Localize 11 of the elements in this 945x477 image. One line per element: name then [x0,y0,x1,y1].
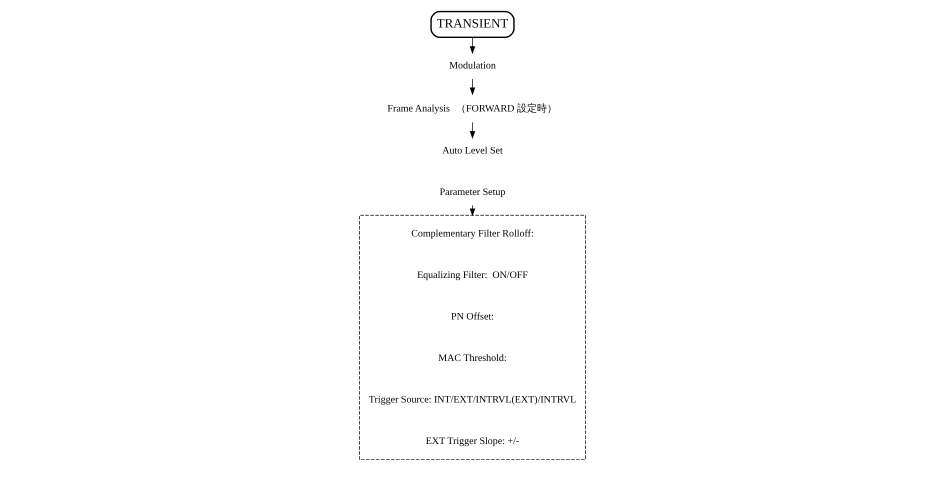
node-text: Auto Level Set [442,146,503,157]
node-text: Modulation [449,60,496,72]
node-text: Equalizing Filter: ON/OFF [417,270,528,281]
node-label: （FORWARD 設定時） [456,103,557,114]
node-text: MAC Threshold: [438,352,507,364]
node-text: Parameter Setup [440,187,506,198]
node-text: Frame Analysis [387,103,450,114]
node-text: PN Offset: [451,311,494,322]
node-text: EXT Trigger Slope: +/- [426,436,520,447]
node-text: Trigger Source: INT/EXT/INTRVL(EXT)/INTRVL [368,394,576,406]
node-text: Complementary Filter Rolloff: [411,228,534,240]
